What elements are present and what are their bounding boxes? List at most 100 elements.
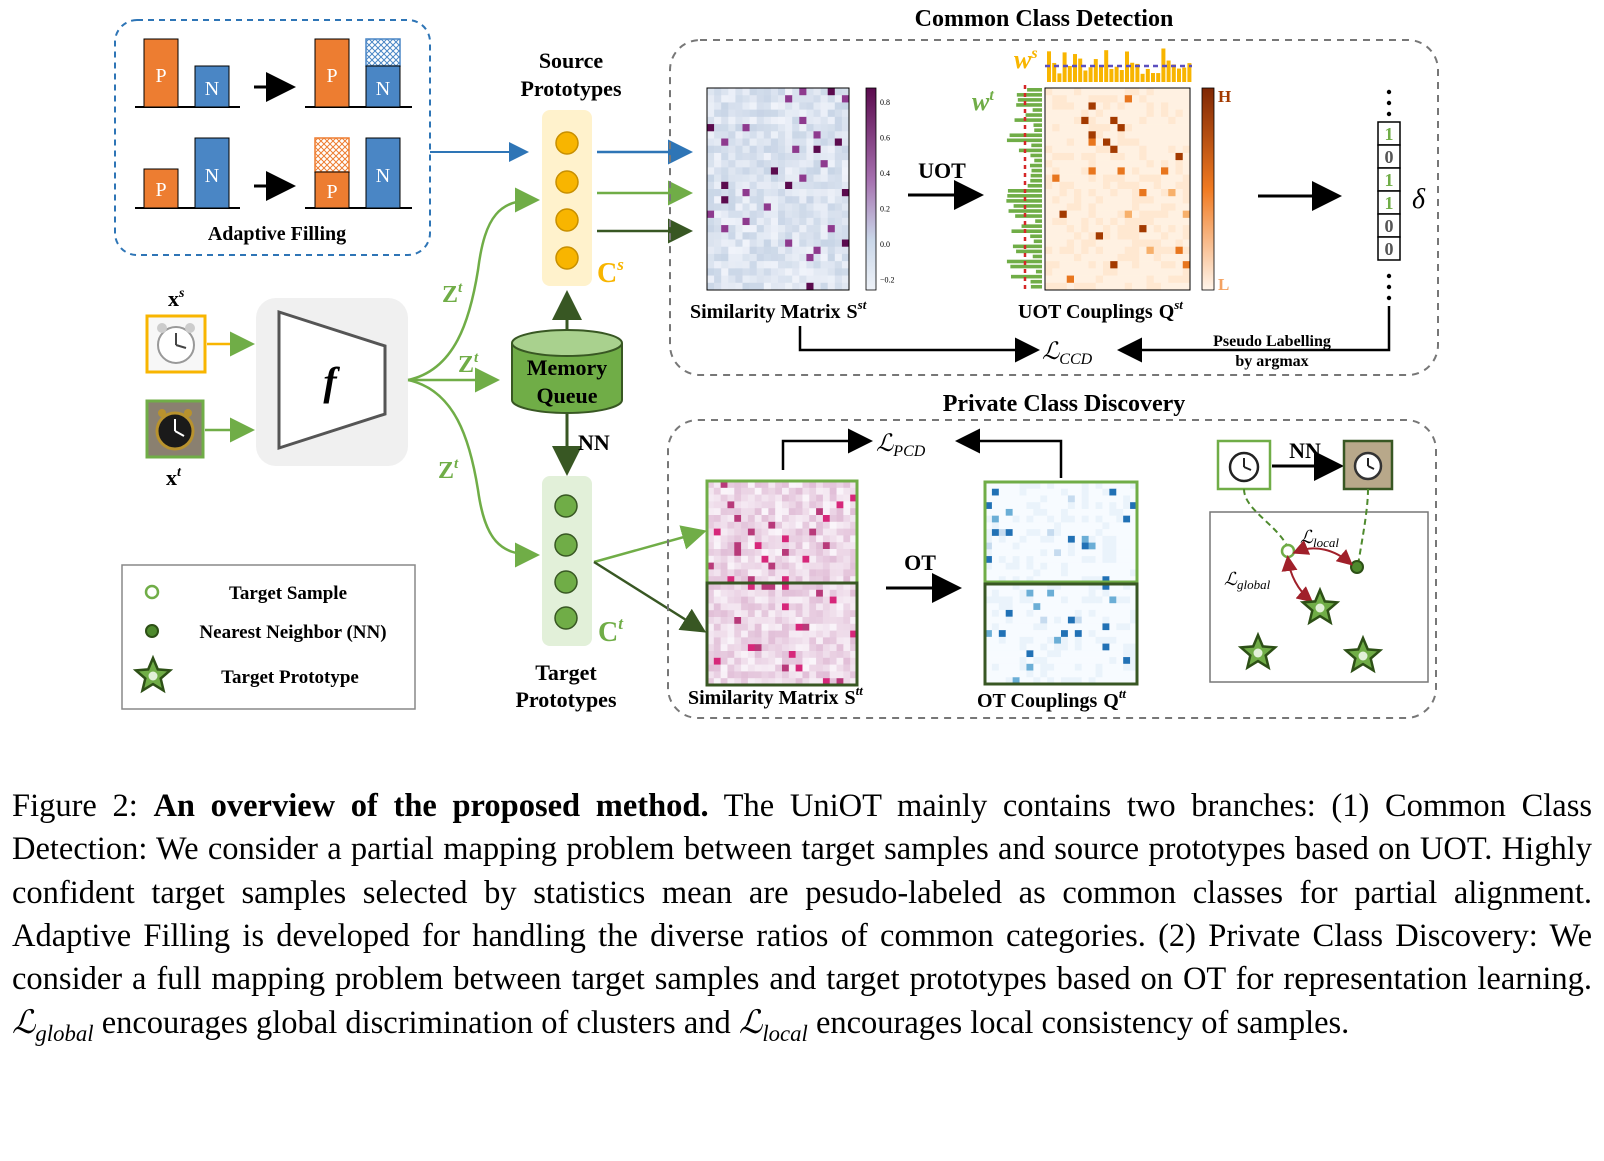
coupling-cell [1110, 210, 1118, 219]
coupling-cell [1074, 217, 1082, 226]
heatmap-cell [816, 617, 824, 625]
heatmap-cell [728, 282, 736, 291]
coupling-cell [1161, 124, 1169, 132]
heatmap-cell [806, 225, 814, 233]
coupling-cell [1182, 131, 1191, 139]
heatmap-cell [734, 664, 742, 672]
heatmap-cell [843, 576, 851, 584]
coupling-cell [998, 670, 1007, 678]
coupling-cell [1168, 174, 1176, 183]
coupling-cell [1074, 569, 1083, 577]
coupling-cell [1052, 160, 1060, 168]
heatmap-cell [749, 88, 757, 96]
coupling-cell [1161, 131, 1169, 139]
coupling-cell [1175, 196, 1184, 204]
coupling-cell [1081, 174, 1089, 183]
coupling-cell [1124, 282, 1133, 291]
heatmap-cell [813, 210, 821, 219]
heatmap-cell [734, 549, 742, 557]
heatmap-cell [816, 596, 824, 604]
heatmap-cell [770, 232, 779, 240]
heatmap-cell [742, 196, 750, 204]
coupling-cell [1146, 246, 1155, 255]
heatmap-cell [850, 603, 858, 611]
coupling-cell [1124, 109, 1133, 118]
wt-bar [1015, 214, 1042, 218]
coupling-cell [1059, 232, 1068, 240]
heatmap-cell [728, 268, 736, 276]
heatmap-cell [782, 521, 790, 529]
heatmap-cell [820, 203, 828, 211]
heatmap-cell [841, 261, 850, 269]
coupling-cell [1019, 515, 1027, 523]
coupling-cell [1052, 203, 1060, 211]
heatmap-cell [728, 138, 736, 147]
heatmap-cell [822, 657, 831, 665]
heatmap-cell [768, 555, 776, 563]
heatmap-cell [850, 508, 858, 516]
coupling-cell [1088, 482, 1096, 490]
heatmap-cell [770, 95, 779, 103]
wt-bar [1025, 113, 1042, 117]
coupling-cell [1095, 152, 1104, 161]
heatmap-cell [768, 487, 776, 495]
coupling-cell [1123, 636, 1131, 644]
coupling-cell [1139, 167, 1147, 175]
coupling-cell [1088, 174, 1097, 183]
heatmap-cell [782, 644, 790, 652]
coupling-cell [1054, 636, 1062, 644]
coupling-cell [1047, 596, 1055, 604]
coupling-cell [1045, 95, 1053, 103]
heatmap-cell [785, 152, 793, 161]
coupling-cell [1088, 529, 1096, 537]
ws-bar [1182, 67, 1187, 82]
heatmap-cell [761, 678, 769, 686]
coupling-cell [1175, 210, 1184, 219]
heatmap-cell [707, 630, 715, 638]
coupling-cell [1146, 203, 1155, 211]
heatmap-cell [813, 116, 821, 125]
heatmap-cell [795, 528, 803, 536]
coupling-cell [1052, 253, 1060, 262]
heatmap-cell [843, 528, 851, 536]
heatmap-cell [728, 210, 736, 219]
heatmap-cell [827, 167, 836, 175]
heatmap-cell [778, 160, 786, 168]
coupling-cell [1103, 160, 1111, 168]
pseudo-labelling-label: Pseudo Labelling [1213, 333, 1331, 350]
coupling-cell [1139, 102, 1147, 110]
heatmap-cell [834, 181, 843, 190]
coupling-cell [1168, 253, 1176, 262]
coupling-cell [1040, 576, 1048, 584]
nn-marker [145, 624, 159, 638]
heatmap-cell [742, 167, 750, 175]
heatmap-cell [792, 109, 800, 118]
coupling-cell [1074, 88, 1082, 96]
coupling-cell [1033, 515, 1041, 523]
heatmap-cell [795, 678, 803, 686]
coupling-cell [1040, 495, 1048, 503]
coupling-cell [1116, 515, 1124, 523]
heatmap-cell [756, 131, 765, 139]
ws-bar [1109, 68, 1114, 82]
heatmap-cell [721, 138, 729, 147]
heatmap-cell [735, 275, 743, 284]
coupling-cell [1124, 210, 1133, 219]
heatmap-cell [761, 651, 769, 659]
heatmap-cell [806, 253, 814, 262]
pseudo-labelling-label: by argmax [1235, 353, 1308, 370]
heatmap-cell [813, 124, 821, 132]
wt-bar [1017, 98, 1042, 102]
coupling-cell [1130, 556, 1138, 564]
heatmap-cell [809, 651, 817, 659]
heatmap-cell [741, 678, 749, 686]
heatmap-cell [720, 610, 728, 618]
heatmap-cell [775, 664, 783, 672]
heatmap-cell [850, 487, 858, 495]
coupling-cell [1074, 623, 1083, 631]
heatmap-cell [747, 535, 756, 543]
heatmap-cell [756, 167, 765, 175]
heatmap-cell [756, 152, 765, 161]
coupling-cell [1067, 529, 1076, 537]
